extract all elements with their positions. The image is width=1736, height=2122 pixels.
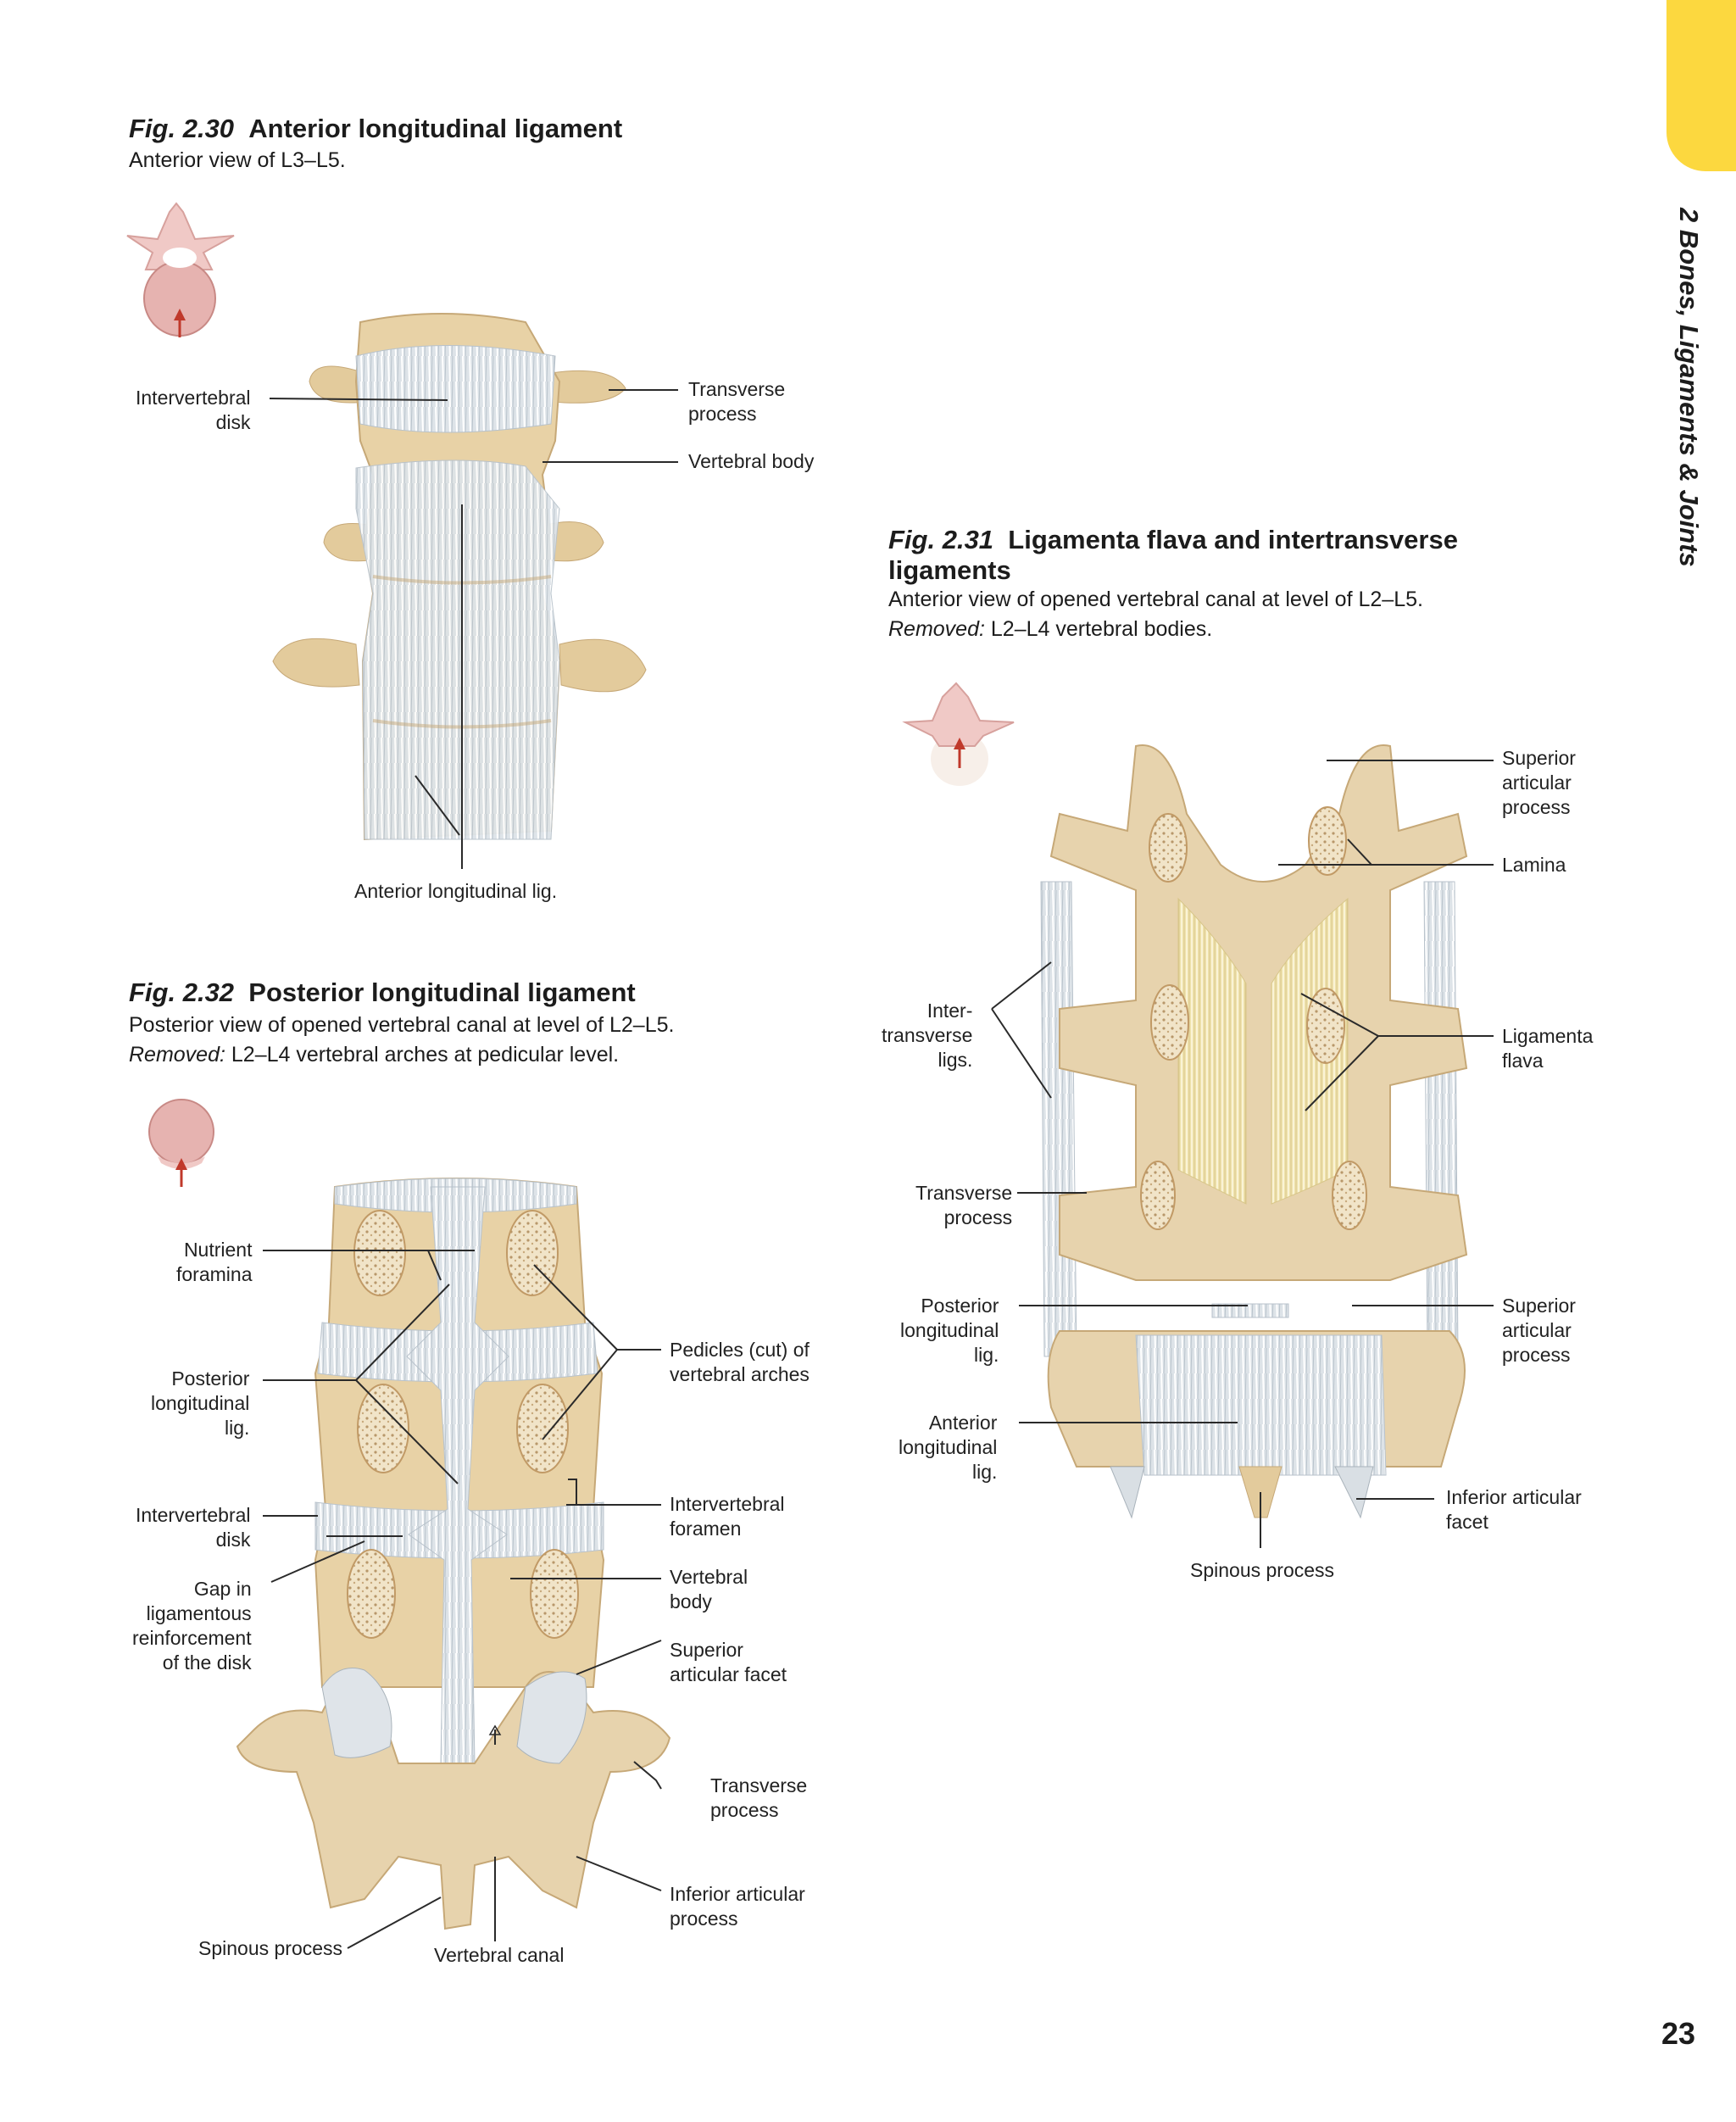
fig231-removed-text: L2–L4 vertebral bodies. bbox=[984, 617, 1213, 641]
fig232-orientation-icon bbox=[148, 1099, 214, 1187]
fig232-label-vertebral-canal: Vertebral canal bbox=[434, 1944, 565, 1966]
fig232-leader-lines bbox=[263, 1250, 662, 1949]
fig231-removed-label: Removed: bbox=[888, 617, 985, 641]
fig232-label-gap: Gap in ligamentous reinforcement of the … bbox=[132, 1578, 252, 1674]
fig232-subtitle: Posterior view of opened vertebral canal… bbox=[129, 1013, 675, 1037]
fig230-number: Fig. 2.30 bbox=[129, 114, 235, 143]
fig232-label-pedicles: Pedicles (cut) of vertebral arches bbox=[670, 1339, 810, 1385]
fig231-label-superior-articular-process-top: Superior articular process bbox=[1502, 747, 1576, 818]
fig230-label-transverse-process: Transverse process bbox=[688, 378, 786, 425]
fig232-caption-title: Fig. 2.32 Posterior longitudinal ligamen… bbox=[129, 977, 636, 1008]
fig231-label-inferior-articular-facet: Inferior articular facet bbox=[1446, 1486, 1582, 1533]
fig231-removed: Removed: L2–L4 vertebral bodies. bbox=[888, 615, 1212, 643]
fig231-caption-title: Fig. 2.31 Ligamenta flava and intertrans… bbox=[888, 525, 1458, 586]
fig231-orientation-icon bbox=[902, 682, 1015, 786]
fig231-label-anterior-longitudinal-lig: Anterior longitudinal lig. bbox=[899, 1412, 998, 1483]
fig232-label-transverse-process: Transverse process bbox=[710, 1774, 808, 1821]
fig232-label-superior-articular-facet: Superior articular facet bbox=[670, 1639, 787, 1685]
fig231-spine-drawing bbox=[1040, 744, 1468, 1519]
chapter-tab bbox=[1666, 0, 1736, 171]
fig232-label-intervertebral-foramen: Intervertebral foramen bbox=[670, 1493, 785, 1540]
fig232-label-posterior-longitudinal-lig: Posterior longitudinal lig. bbox=[151, 1367, 250, 1439]
fig232-number: Fig. 2.32 bbox=[129, 977, 235, 1007]
fig232-removed-label: Removed: bbox=[129, 1043, 225, 1067]
fig230-label-anterior-longitudinal-lig: Anterior longitudinal lig. bbox=[354, 880, 558, 902]
fig232-label-nutrient-foramina: Nutrient foramina bbox=[176, 1239, 253, 1285]
fig231-label-intertransverse-ligs: Inter- transverse ligs. bbox=[882, 1000, 973, 1071]
fig232-title: Posterior longitudinal ligament bbox=[248, 977, 636, 1007]
fig231-label-posterior-longitudinal-lig: Posterior longitudinal lig. bbox=[900, 1295, 999, 1366]
fig231-label-lamina: Lamina bbox=[1502, 854, 1566, 876]
fig232-removed-text: L2–L4 vertebral arches at pedicular leve… bbox=[225, 1043, 620, 1067]
fig232-label-spinous-process: Spinous process bbox=[198, 1937, 343, 1959]
fig231-label-spinous-process: Spinous process bbox=[1190, 1559, 1335, 1581]
fig230-leader-lines bbox=[269, 389, 678, 869]
fig232-spine-drawing bbox=[236, 1178, 671, 1930]
fig230-subtitle: Anterior view of L3–L5. bbox=[129, 148, 346, 172]
fig231-label-transverse-process: Transverse process bbox=[915, 1182, 1013, 1228]
fig232-label-inferior-articular-process: Inferior articular process bbox=[670, 1883, 805, 1930]
fig231-subtitle: Anterior view of opened vertebral canal … bbox=[888, 588, 1423, 611]
fig230-spine-drawing bbox=[272, 313, 647, 841]
fig231-label-ligamenta-flava: Ligamenta flava bbox=[1502, 1025, 1594, 1072]
fig232-label-vertebral-body: Vertebral body bbox=[670, 1566, 748, 1612]
fig231-label-superior-articular-process-low: Superior articular process bbox=[1502, 1295, 1576, 1366]
fig230-title: Anterior longitudinal ligament bbox=[248, 114, 623, 143]
fig232-label-intervertebral-disk: Intervertebral disk bbox=[136, 1504, 251, 1551]
fig230-label-vertebral-body: Vertebral body bbox=[688, 450, 815, 472]
fig232-removed: Removed: L2–L4 vertebral arches at pedic… bbox=[129, 1040, 619, 1069]
fig231-number: Fig. 2.31 bbox=[888, 525, 994, 554]
fig230-orientation-icon bbox=[126, 202, 235, 337]
fig230-label-intervertebral-disk: Intervertebral disk bbox=[136, 387, 251, 433]
fig230-caption-title: Fig. 2.30 Anterior longitudinal ligament bbox=[129, 114, 622, 144]
page-number: 23 bbox=[1661, 2016, 1696, 2051]
fig231-title: Ligamenta flava and intertransverse liga… bbox=[888, 525, 1458, 585]
fig231-leader-lines bbox=[991, 760, 1494, 1548]
